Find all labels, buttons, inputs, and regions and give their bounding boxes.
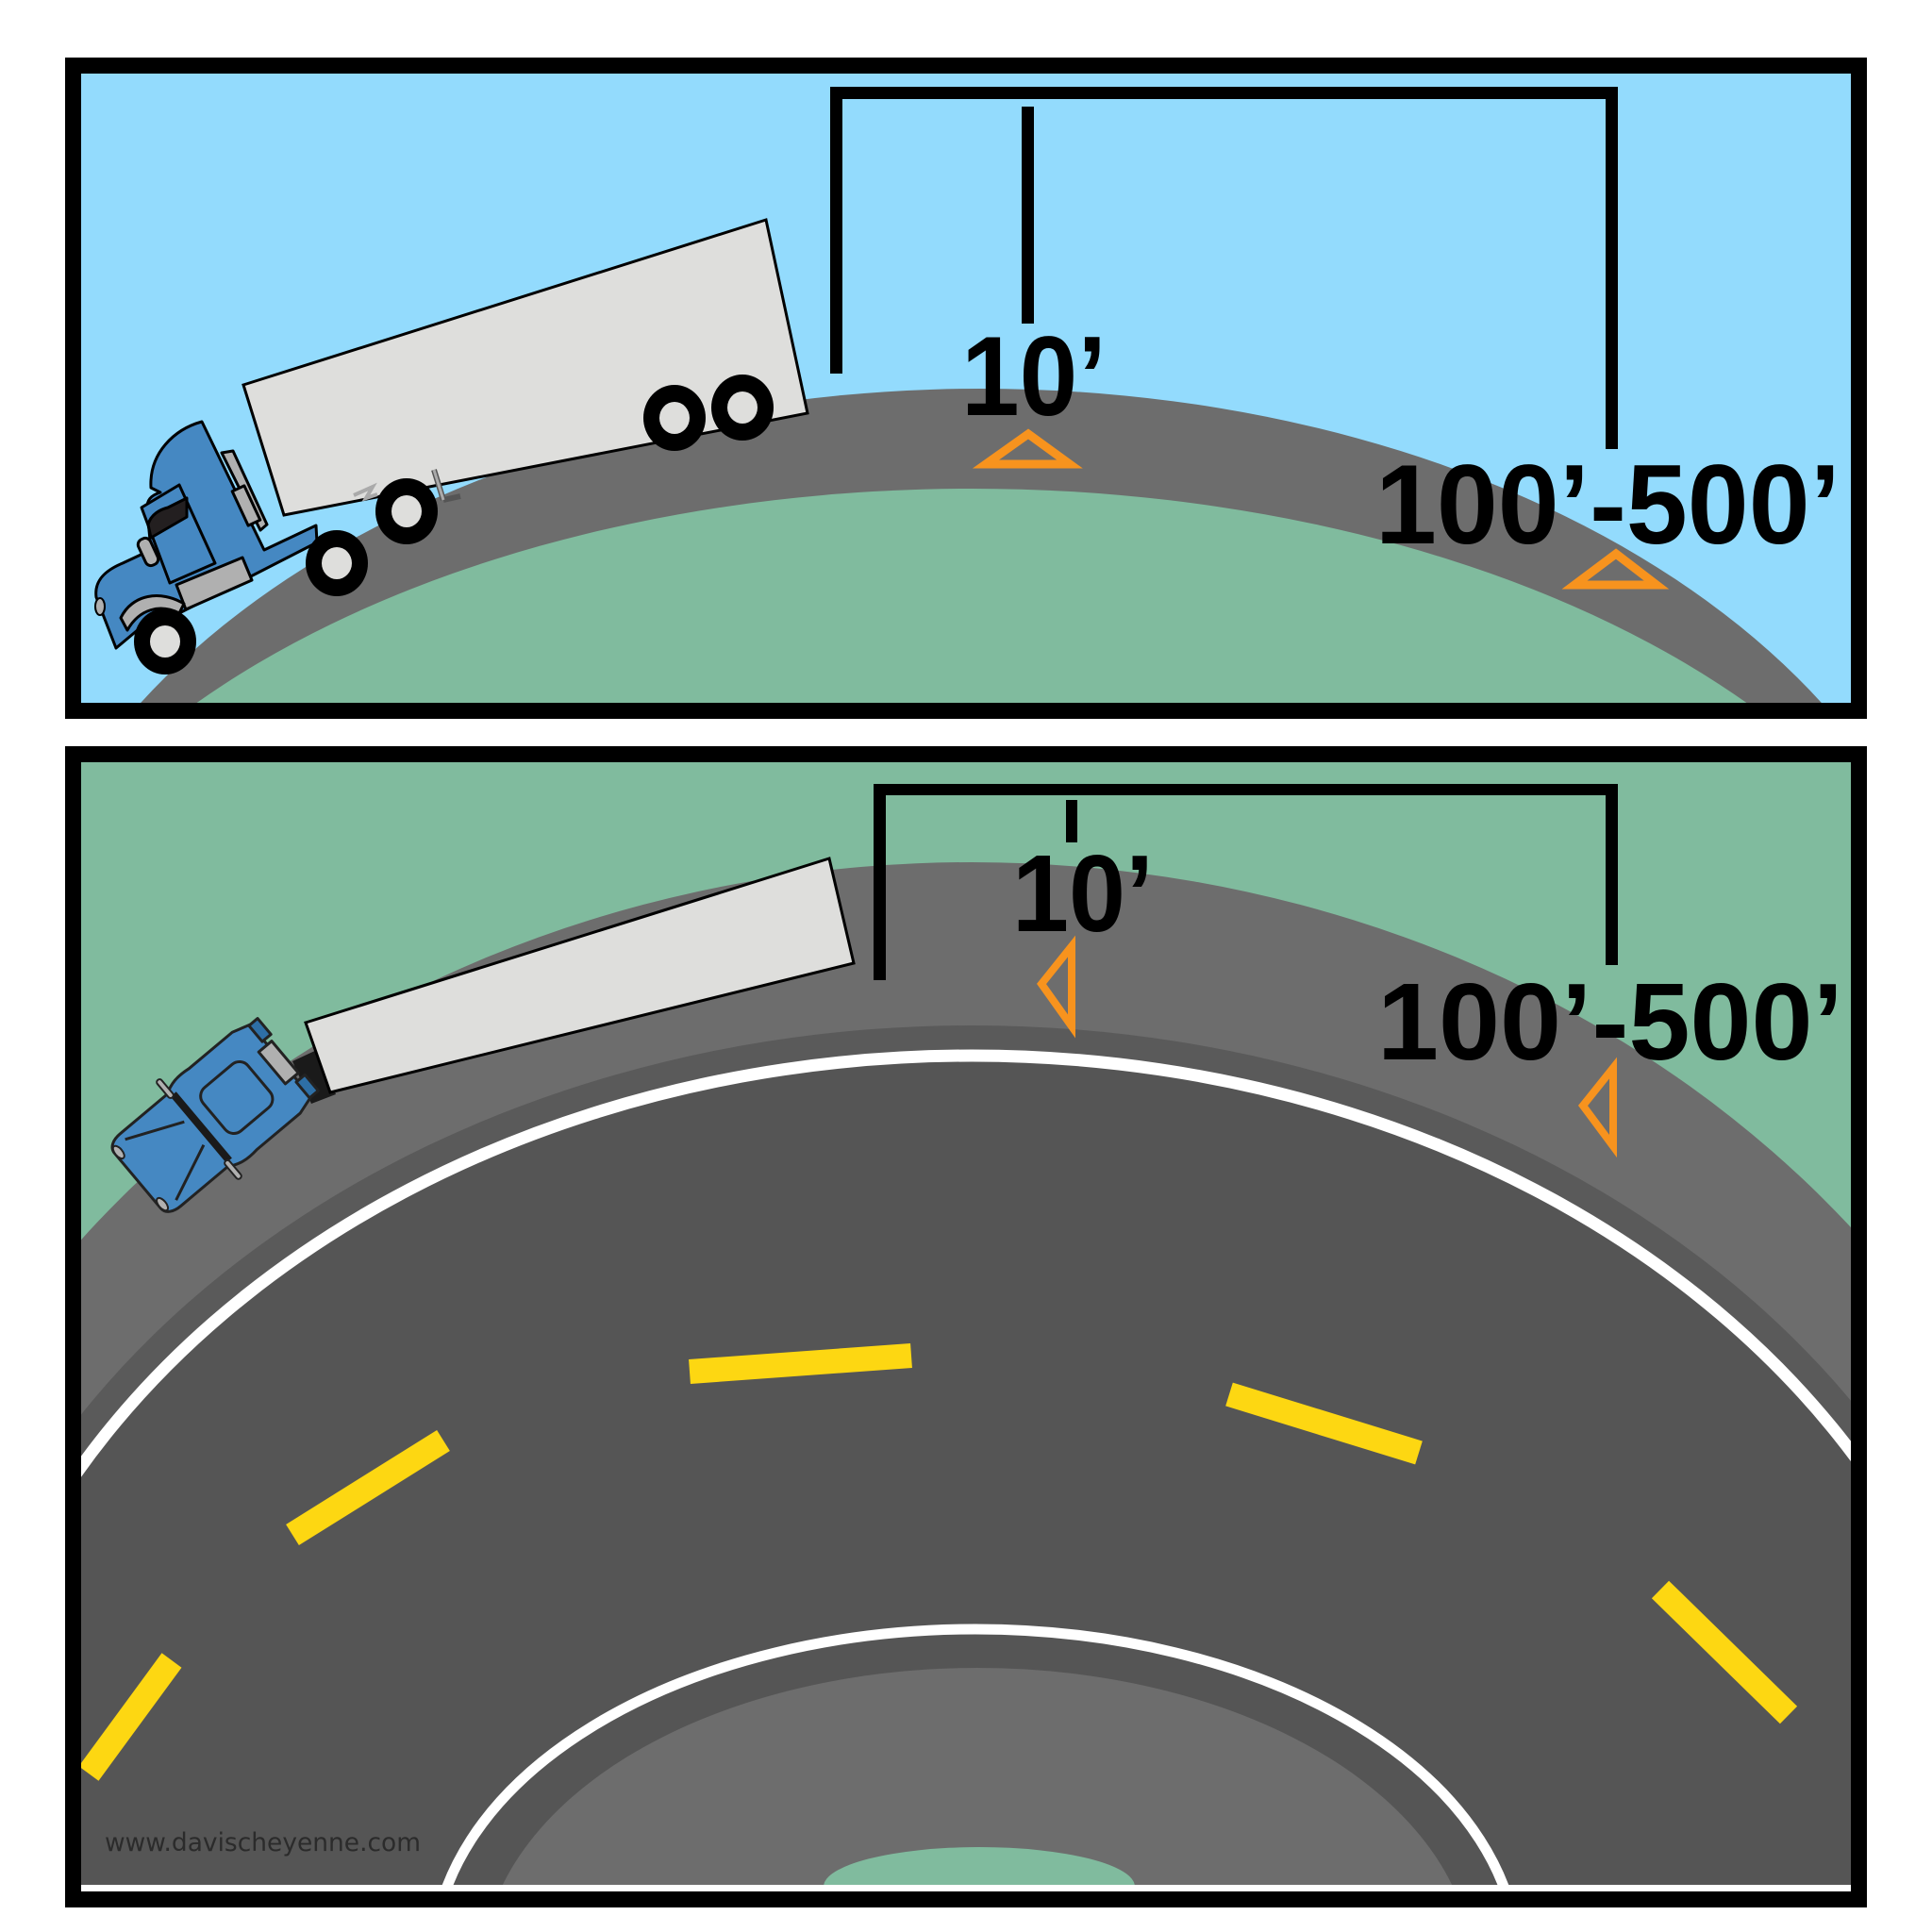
distance-bracket-top-view — [874, 784, 1618, 980]
warning-triangle-far-icon — [1577, 1057, 1617, 1158]
bottom-panel: 10’ 100’-500’ www.davischeyenne.com — [65, 746, 1867, 1907]
distance-bracket — [830, 87, 1618, 449]
watermark-text: www.davischeyenne.com — [105, 1828, 421, 1857]
center-dashes — [81, 1343, 1798, 1781]
far-distance-label: 100’-500’ — [1377, 960, 1843, 1083]
hill-grass — [196, 489, 1747, 703]
inner-grass — [824, 1847, 1135, 1885]
inner-island — [503, 1668, 1452, 1885]
trailer-top — [292, 857, 856, 1104]
truck-cab-side — [94, 420, 319, 650]
truck-wheels-side — [134, 375, 774, 675]
warning-triangle-near-icon — [972, 428, 1083, 469]
top-panel-frame — [65, 58, 1867, 719]
near-distance-label: 10’ — [1012, 832, 1154, 955]
truck-cab-top — [110, 1017, 320, 1213]
bottom-panel-frame — [65, 746, 1867, 1907]
far-distance-label: 100’-500’ — [1375, 441, 1840, 568]
warning-triangle-near-icon — [1036, 935, 1075, 1039]
outer-edge-line — [81, 1049, 1851, 1885]
near-distance-label: 10’ — [961, 313, 1107, 440]
warning-triangle-far-icon — [1561, 548, 1670, 590]
top-panel: 10’ 100’-500’ — [65, 58, 1867, 719]
